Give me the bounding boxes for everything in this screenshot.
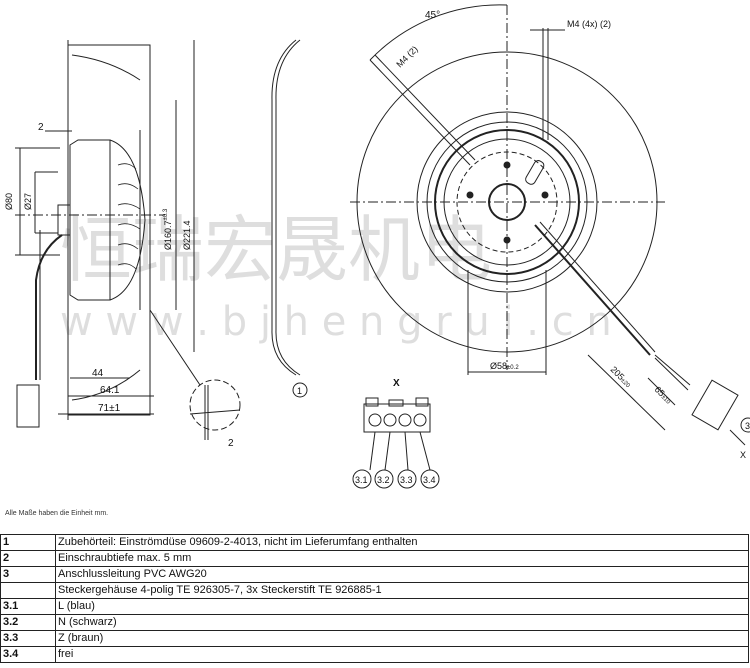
row-number: 3.1	[0, 598, 56, 615]
dim-d58: Ø58±0.2	[490, 361, 519, 371]
row-text: Z (braun)	[55, 630, 749, 647]
len-65: 65±10	[653, 384, 675, 406]
dim-2-detail: 2	[228, 438, 234, 449]
fan-drawing: 恒瑞宏晟机电 w w w . b j h e n g r u i . c n Ø…	[4, 4, 750, 489]
row-text: N (schwarz)	[55, 614, 749, 631]
dim-64: 64.1	[100, 385, 120, 396]
row-number: 2	[0, 550, 56, 567]
watermark-url: w w w . b j h e n g r u i . c n	[60, 299, 612, 345]
row-text: Anschlussleitung PVC AWG20	[55, 566, 749, 583]
row-number: 3.4	[0, 646, 56, 663]
row-text: frei	[55, 646, 749, 663]
dim-d160: Ø160.7±0.3	[163, 208, 173, 250]
pin-3-2: 3.2	[377, 475, 390, 485]
row-number: 3.2	[0, 614, 56, 631]
pin-3-4: 3.4	[423, 475, 436, 485]
inlet-nozzle-view: 1	[271, 39, 308, 398]
row-text: L (blau)	[55, 598, 749, 615]
row-text: Zubehörteil: Einströmdüse 09609-2-4013, …	[55, 534, 749, 551]
cable-ref: 3	[745, 421, 750, 431]
dim-2-top: 2	[38, 122, 44, 133]
row-number: 3.3	[0, 630, 56, 647]
dim-d27: Ø27	[23, 193, 33, 210]
nozzle-label: 1	[297, 386, 302, 396]
len-205: 205±20	[609, 364, 634, 389]
pin-3-3: 3.3	[400, 475, 413, 485]
connector-title: X	[393, 378, 400, 389]
m4-label: M4 (2)	[394, 44, 419, 69]
cable-plug	[691, 379, 739, 431]
view-arrow-x: X	[740, 450, 746, 460]
row-number	[0, 582, 56, 599]
pin-3-1: 3.1	[355, 475, 368, 485]
cable-connector	[16, 384, 40, 428]
side-view: Ø80 Ø27 2 Ø160.7±0.3 Ø221.4 44 64.1 71±1…	[4, 40, 241, 449]
dim-44: 44	[92, 368, 104, 379]
units-note: Alle Maße haben die Einheit mm.	[5, 510, 109, 517]
row-number: 1	[0, 534, 56, 551]
angle-45: 45°	[425, 10, 440, 21]
dim-d80: Ø80	[4, 193, 14, 210]
row-text: Steckergehäuse 4-polig TE 926305-7, 3x S…	[55, 582, 749, 599]
row-text: Einschraubtiefe max. 5 mm	[55, 550, 749, 567]
table-row: Steckergehäuse 4-polig TE 926305-7, 3x S…	[0, 582, 749, 599]
m4x4-label: M4 (4x) (2)	[567, 19, 611, 29]
connector-x-view: X 3.1 3.2 3.3 3.4	[352, 378, 440, 489]
dim-71: 71±1	[98, 403, 121, 414]
row-number: 3	[0, 566, 56, 583]
detail-circle	[189, 379, 241, 431]
dim-d221: Ø221.4	[182, 220, 192, 250]
front-view: 45° M4 (2) M4 (4x) (2) Ø58±0.2 205±20 65…	[350, 4, 750, 460]
